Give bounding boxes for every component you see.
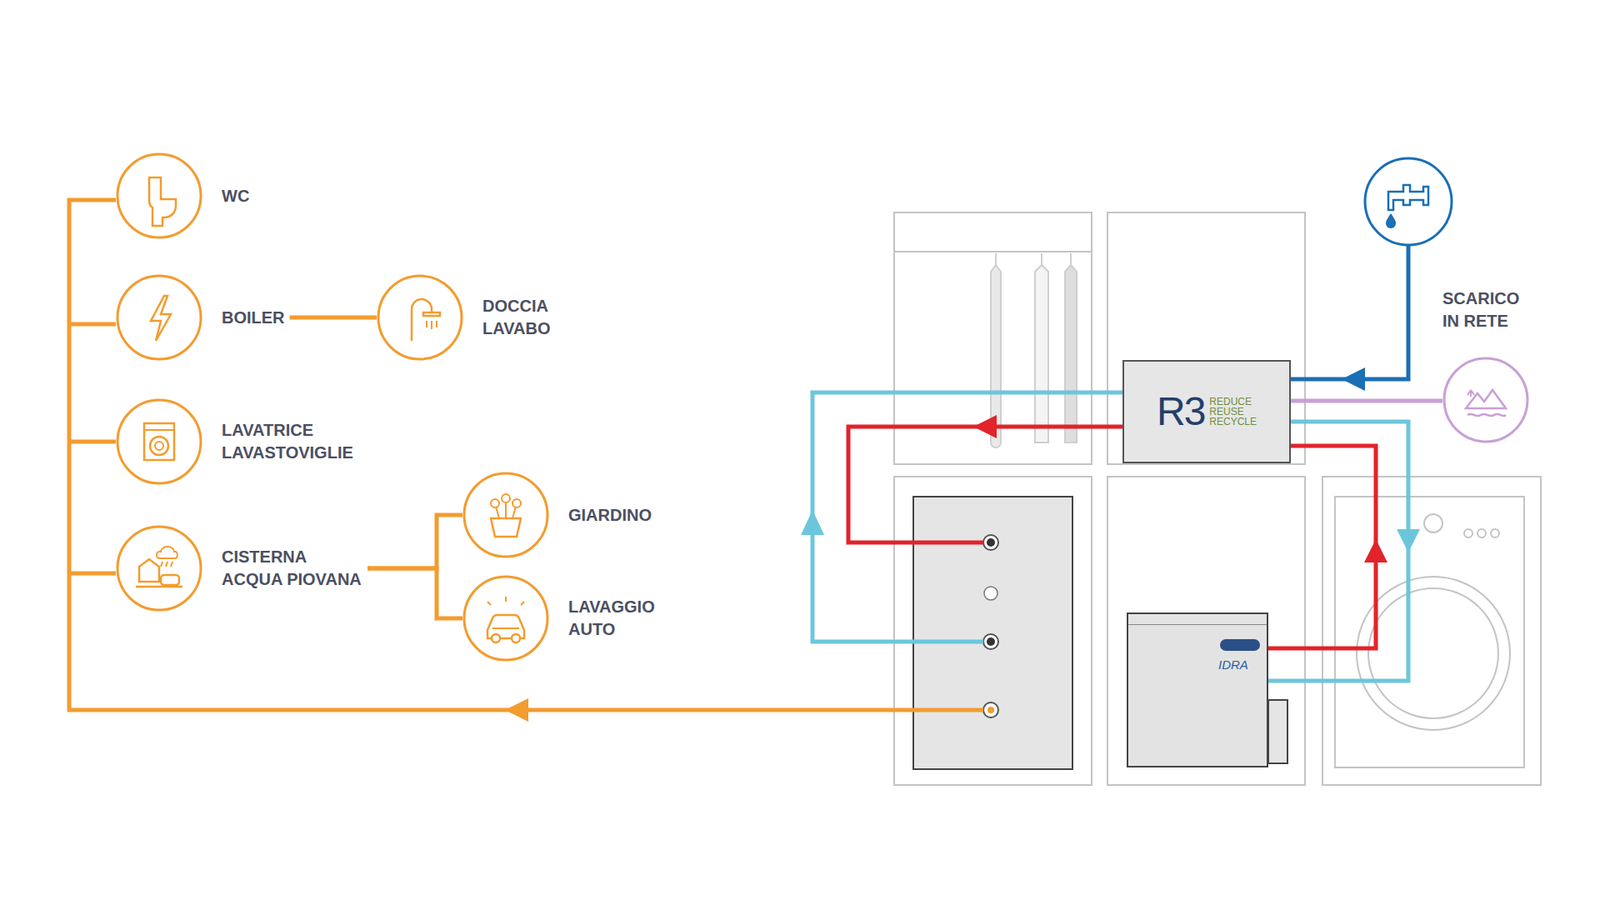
icon-node: DOCCIA LAVABO	[376, 274, 562, 361]
pipe-connector	[290, 317, 377, 319]
icon-circle	[115, 398, 203, 485]
icon-circle	[115, 152, 203, 240]
icon-circle	[115, 525, 203, 612]
icon-node: BOILER	[115, 274, 290, 361]
node-label: SCARICO IN RETE	[1442, 287, 1521, 333]
top-lid	[1128, 614, 1267, 625]
node-label: GIARDINO	[568, 504, 657, 527]
node-label: BOILER	[221, 306, 290, 330]
discharge-node: SCARICO IN RETE	[1442, 287, 1530, 444]
icon-node: GIARDINO	[462, 471, 657, 559]
icon-circle	[1442, 356, 1530, 444]
pipe-connector	[1268, 445, 1388, 649]
logo-badge	[1220, 639, 1260, 651]
r3-unit: R3REDUCE REUSE RECYCLE	[1122, 360, 1291, 464]
icon-node: WC	[115, 152, 255, 240]
icon-circle	[462, 575, 550, 662]
storage-tank	[913, 496, 1073, 770]
icon-node: LAVAGGIO AUTO	[462, 575, 666, 662]
brand-logo: R3	[1156, 390, 1205, 433]
node-label: LAVATRICE LAVASTOVIGLIE	[221, 419, 365, 465]
water-tap-icon	[1365, 158, 1452, 245]
pipe-line	[367, 515, 463, 569]
pipe-connector	[1268, 421, 1420, 681]
pipe-line	[1290, 399, 1443, 404]
arrow-head	[1396, 529, 1420, 553]
node-label: DOCCIA LAVABO	[482, 295, 562, 340]
node-label: LAVAGGIO AUTO	[568, 595, 666, 641]
icon-node: CISTERNA ACQUA PIOVANA	[115, 525, 368, 612]
cabinets	[894, 212, 1541, 785]
icon-circle	[115, 274, 203, 361]
pipe-line	[1268, 445, 1376, 649]
unit-side	[1268, 700, 1288, 764]
pipe-connector	[367, 568, 463, 619]
pipe-line	[290, 315, 377, 320]
brand-tagline: REDUCE REUSE RECYCLE	[1209, 396, 1257, 427]
arrow-head	[1364, 539, 1388, 563]
idra-unit: IDRA	[1126, 612, 1269, 768]
clothes	[990, 253, 1077, 448]
node-label: WC	[221, 185, 255, 208]
pipe-line	[367, 568, 463, 619]
flow-arrows	[505, 367, 1365, 722]
icon-circle	[462, 471, 550, 559]
pipe-connector	[1290, 400, 1443, 402]
icon-node: LAVATRICE LAVASTOVIGLIE	[115, 398, 365, 485]
icon-circle	[376, 274, 464, 361]
product-name: IDRA	[1218, 657, 1249, 673]
washing-machine	[1335, 496, 1525, 768]
pipe-connector	[367, 515, 463, 569]
node-label: CISTERNA ACQUA PIOVANA	[221, 545, 368, 591]
